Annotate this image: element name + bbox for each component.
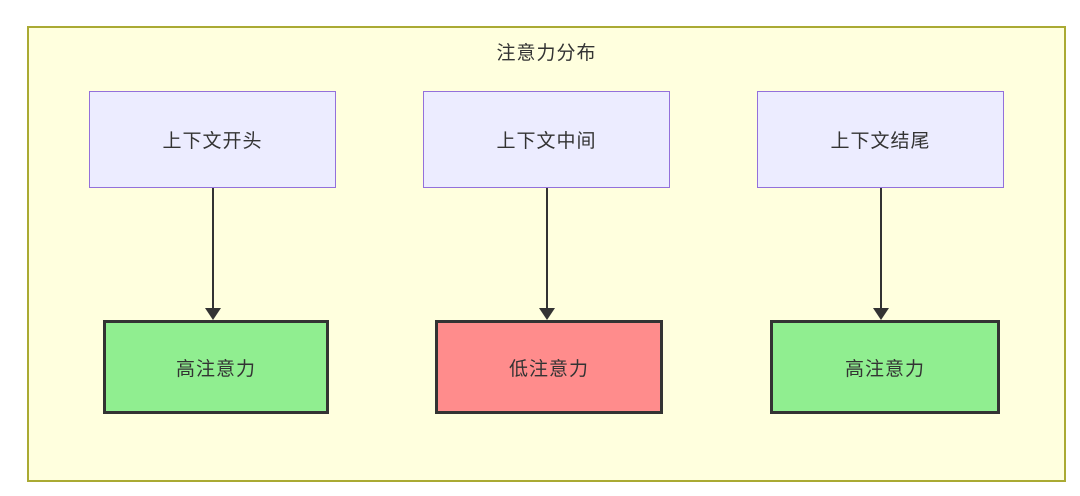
arrow-down-icon bbox=[873, 188, 889, 320]
arrow-shaft bbox=[880, 188, 882, 309]
node-context-start-label: 上下文开头 bbox=[162, 131, 263, 152]
arrowhead-icon bbox=[873, 308, 889, 320]
diagram-frame: 注意力分布 上下文开头 高注意力 上下文中间 低注意力 上下文结尾 高注意力 bbox=[27, 26, 1066, 482]
node-context-start: 上下文开头 bbox=[89, 91, 336, 188]
arrowhead-icon bbox=[205, 308, 221, 320]
node-high-attention-2-label: 高注意力 bbox=[844, 358, 925, 380]
node-context-middle: 上下文中间 bbox=[423, 91, 670, 188]
node-context-end: 上下文结尾 bbox=[757, 91, 1004, 188]
node-high-attention-1: 高注意力 bbox=[103, 320, 329, 414]
node-high-attention-2: 高注意力 bbox=[770, 320, 1000, 414]
node-low-attention: 低注意力 bbox=[435, 320, 663, 414]
arrowhead-icon bbox=[539, 308, 555, 320]
arrow-down-icon bbox=[539, 188, 555, 320]
node-context-middle-label: 上下文中间 bbox=[496, 131, 597, 152]
node-low-attention-label: 低注意力 bbox=[508, 358, 589, 380]
node-context-end-label: 上下文结尾 bbox=[830, 131, 931, 152]
diagram-title: 注意力分布 bbox=[496, 43, 597, 64]
node-high-attention-1-label: 高注意力 bbox=[175, 358, 256, 380]
arrow-down-icon bbox=[205, 188, 221, 320]
arrow-shaft bbox=[546, 188, 548, 309]
arrow-shaft bbox=[212, 188, 214, 309]
